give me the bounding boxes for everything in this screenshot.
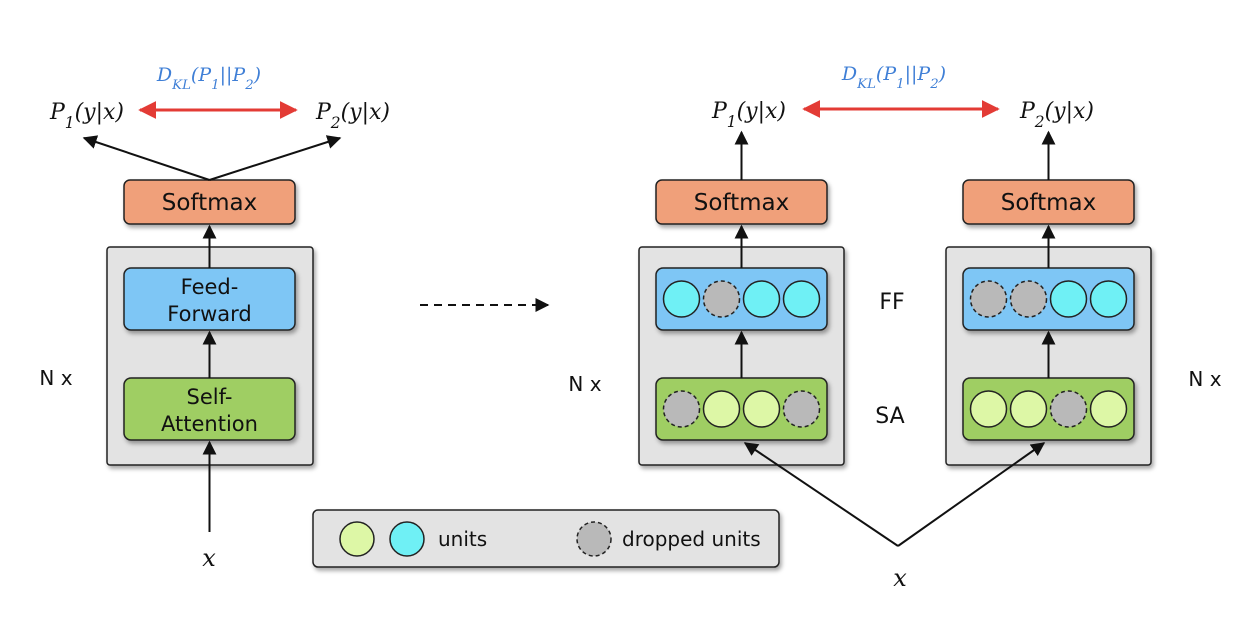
unit-icon [1009, 390, 1048, 428]
left-sa-label-line2: Attention [161, 412, 258, 436]
right-p2-label: P2(y|x) [1019, 99, 1094, 131]
right-p1-label: P1(y|x) [711, 99, 786, 131]
right-ff-label: FF [879, 290, 904, 315]
unit-icon [662, 280, 701, 318]
right-left-sa-units [662, 390, 821, 428]
legend: units dropped units [312, 509, 780, 568]
right-input-to-left-arrow [743, 442, 899, 547]
left-model: Softmax Feed- Forward Self- Attention N … [39, 64, 390, 572]
unit-icon [742, 280, 781, 318]
left-kl-label: DKL(P1||P2) [156, 64, 261, 93]
left-input-label: x [202, 544, 216, 572]
right-model: Softmax Softmax FF SA N x N x P1(y|x) P2… [568, 63, 1221, 592]
dropped-unit-icon [1049, 390, 1088, 428]
right-right-sa-units [969, 390, 1128, 428]
legend-unit-green-icon [339, 521, 375, 557]
unit-icon [702, 390, 741, 428]
left-ff-label-line1: Feed- [181, 275, 239, 299]
dropped-unit-icon [969, 280, 1008, 318]
left-p1-label: P1(y|x) [49, 100, 124, 132]
left-sa-label-line1: Self- [187, 385, 233, 409]
right-layers-left-label: N x [568, 372, 601, 396]
dropped-unit-icon [702, 280, 741, 318]
dropped-unit-icon [662, 390, 701, 428]
dropped-unit-icon [782, 390, 821, 428]
unit-icon [782, 280, 821, 318]
right-left-ff-units [662, 280, 821, 318]
right-input-to-right-arrow [897, 442, 1046, 547]
left-ff-label-line2: Forward [167, 302, 251, 326]
legend-unit-cyan-icon [389, 521, 425, 557]
unit-icon [1089, 390, 1128, 428]
right-input-label: x [893, 564, 907, 592]
legend-dropped-unit-icon [576, 521, 612, 557]
unit-icon [742, 390, 781, 428]
dropped-unit-icon [1009, 280, 1048, 318]
left-softmax-to-p1-arrow [82, 135, 210, 181]
left-p2-label: P2(y|x) [315, 100, 390, 132]
left-layers-label: N x [39, 366, 72, 390]
legend-units-label: units [438, 527, 487, 551]
right-layers-right-label: N x [1188, 367, 1221, 391]
right-sa-label: SA [875, 404, 904, 429]
legend-dropped-label: dropped units [622, 527, 761, 551]
right-kl-label: DKL(P1||P2) [841, 63, 946, 92]
unit-icon [969, 390, 1008, 428]
right-left-softmax-label: Softmax [694, 190, 790, 216]
legend-box [312, 509, 780, 568]
right-right-ff-units [969, 280, 1128, 318]
unit-icon [1089, 280, 1128, 318]
right-right-softmax-label: Softmax [1001, 190, 1097, 216]
unit-icon [1049, 280, 1088, 318]
left-softmax-to-p2-arrow [209, 135, 342, 181]
left-softmax-label: Softmax [162, 190, 258, 216]
